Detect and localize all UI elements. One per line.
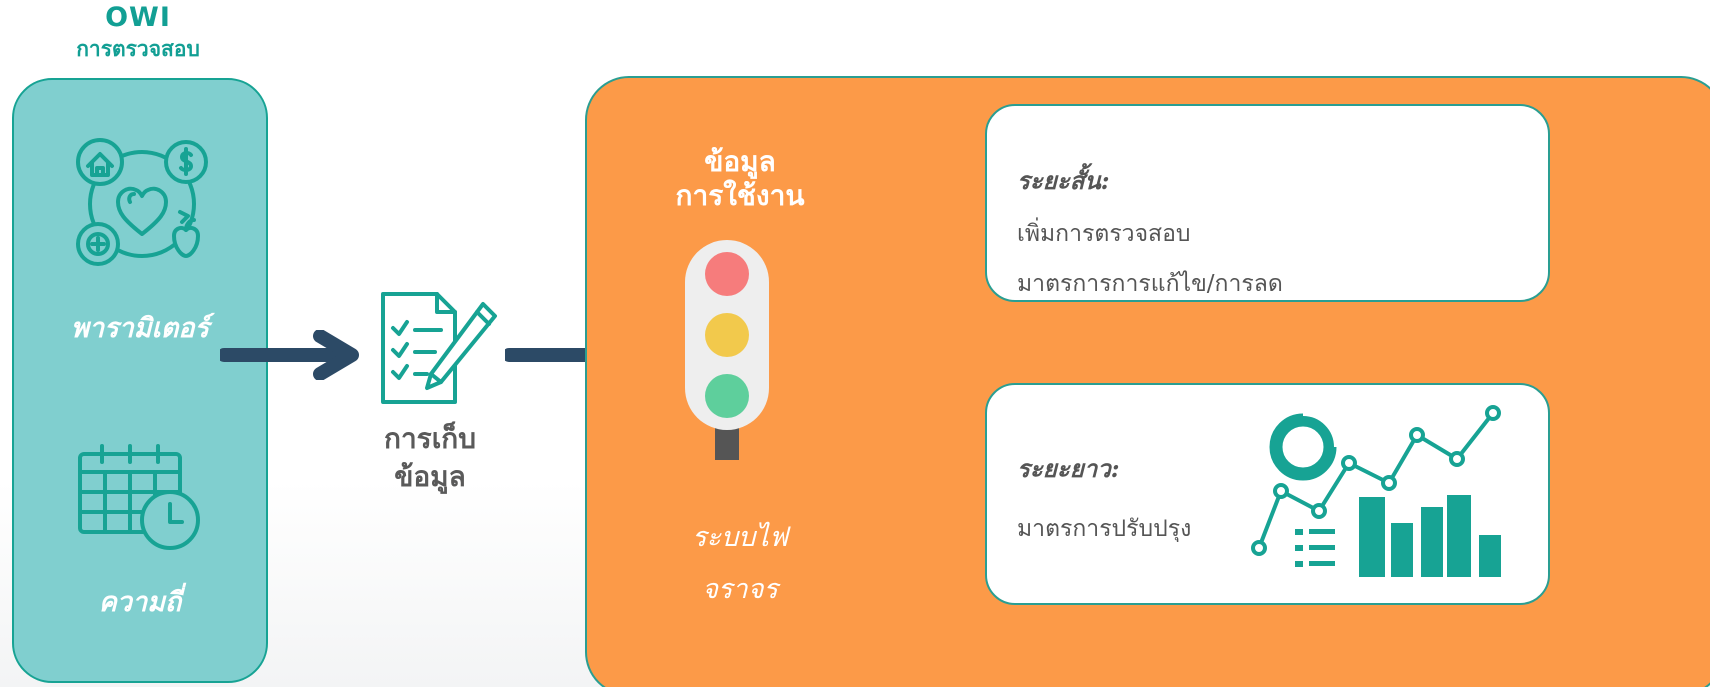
traffic-light-icon xyxy=(683,238,773,467)
short-term-item-1: เพิ่มการตรวจสอบ xyxy=(1017,221,1191,247)
frequency-label: ความถี่ xyxy=(98,587,182,618)
traffic-system-label: ระบบไฟ จราจร xyxy=(650,512,830,616)
arrow-to-collection xyxy=(217,329,360,384)
long-term-card: ระยะยาว: มาตรการปรับปรุง xyxy=(985,383,1550,605)
traffic-label-line1: ระบบไฟ xyxy=(692,522,788,553)
calendar-clock-icon xyxy=(74,442,204,556)
monitoring-panel: พารามิเตอร์ ความถี่ xyxy=(12,78,268,683)
long-term-heading: ระยะยาว: xyxy=(1017,454,1120,483)
data-collection-label: การเก็บ ข้อมูล xyxy=(330,420,530,496)
checklist-pen-icon xyxy=(375,290,505,414)
long-term-item-1: มาตรการปรับปรุง xyxy=(1017,516,1192,542)
wellbeing-cycle-icon xyxy=(72,132,212,276)
parameter-label: พารามิเตอร์ xyxy=(71,313,209,344)
brand-header: OWI การตรวจสอบ xyxy=(0,2,276,64)
collection-label-line1: การเก็บ xyxy=(383,422,476,455)
traffic-label-line2: จราจร xyxy=(702,574,778,605)
brand-title: OWI xyxy=(105,2,171,33)
brand-subtitle: การตรวจสอบ xyxy=(76,37,200,61)
usage-title-line2: การใช้งาน xyxy=(675,179,805,212)
usage-title: ข้อมูล การใช้งาน xyxy=(650,145,830,213)
short-term-card: ระยะสั้น: เพิ่มการตรวจสอบ มาตรการการแก้ไ… xyxy=(985,104,1550,302)
usage-title-line1: ข้อมูล xyxy=(704,145,776,178)
short-term-item-2: มาตรการการแก้ไข/การลด xyxy=(1017,271,1283,297)
short-term-heading: ระยะสั้น: xyxy=(1017,166,1110,195)
collection-label-line2: ข้อมูล xyxy=(394,460,466,493)
analytics-charts-icon xyxy=(1249,403,1519,587)
